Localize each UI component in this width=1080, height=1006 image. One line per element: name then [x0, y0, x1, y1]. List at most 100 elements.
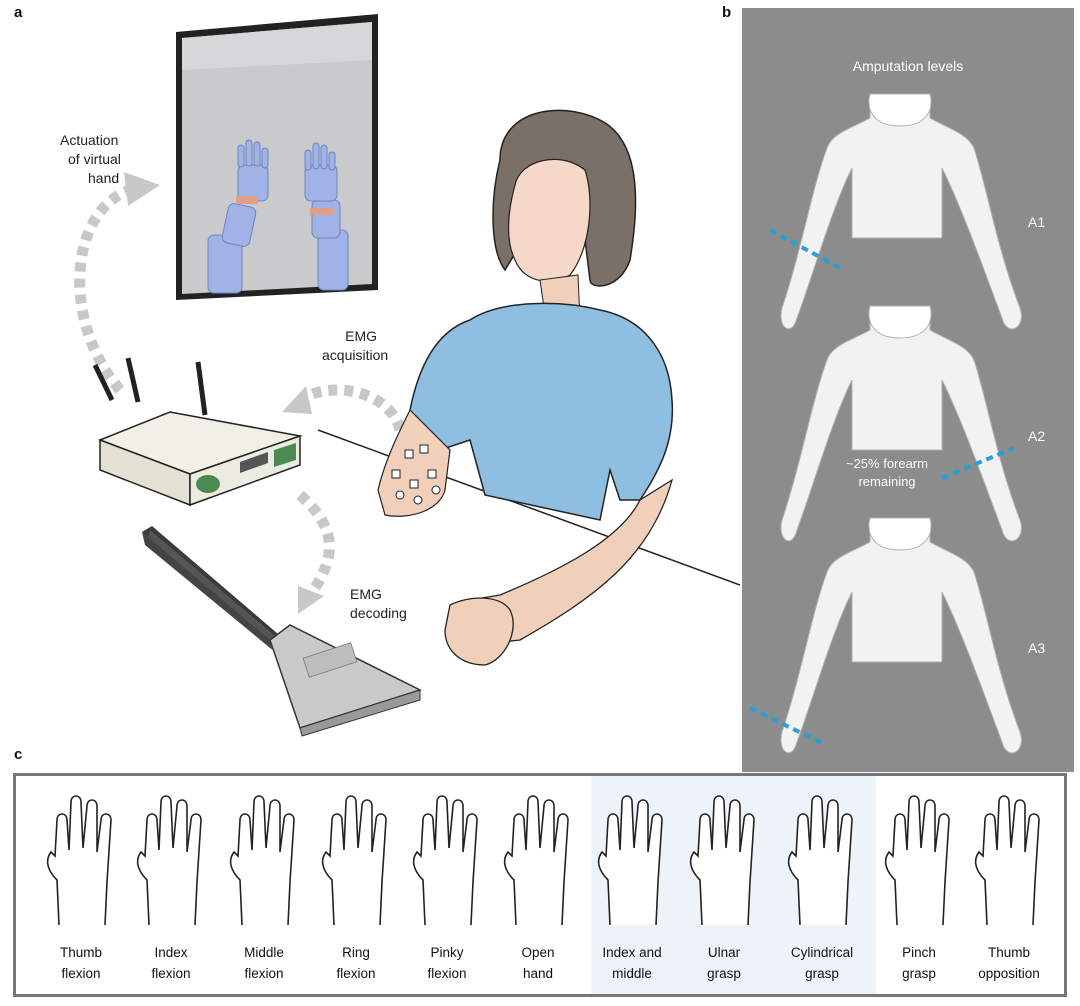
- gesture-label: Ulnar grasp: [676, 942, 772, 984]
- gesture-label: Index and middle: [584, 942, 680, 984]
- emg-amplifier: [92, 357, 303, 507]
- torso-neck-1: [868, 93, 932, 127]
- gesture-label-line-1: Ulnar: [707, 945, 741, 960]
- gesture-label-line-1: Pinch: [902, 945, 936, 960]
- gesture-label-line-2: hand: [522, 966, 554, 981]
- gesture-label-line-1: Ring: [342, 945, 370, 960]
- hand-icon: [884, 795, 950, 926]
- laptop: [142, 526, 422, 737]
- level-a2: A2: [1028, 428, 1046, 444]
- acquisition-arrow: [296, 384, 406, 432]
- gesture-label: Ring flexion: [308, 942, 404, 984]
- torso-neck-3: [868, 517, 932, 551]
- gesture-label-line-1: Middle: [244, 945, 284, 960]
- gesture-2: Middle flexion: [216, 776, 312, 994]
- gesture-label: Open hand: [490, 942, 586, 984]
- acquisition-arrowhead: [282, 386, 312, 414]
- level-a1: A1: [1028, 214, 1046, 230]
- panel-label-b: b: [722, 4, 732, 21]
- decoding-label: EMG decoding: [350, 585, 407, 623]
- decoding-line-2: decoding: [350, 605, 407, 621]
- gesture-label: Thumb opposition: [961, 942, 1057, 984]
- gesture-label: Cylindrical grasp: [774, 942, 870, 984]
- hand-icon: [229, 795, 295, 926]
- gesture-label-line-2: flexion: [244, 966, 284, 981]
- gesture-label-line-2: opposition: [978, 966, 1040, 981]
- panel-label-a: a: [14, 4, 23, 21]
- acquisition-label: EMG acquisition: [322, 327, 388, 365]
- dashed-arrows: [74, 184, 406, 599]
- virtual-hand-right: [304, 142, 349, 291]
- virtual-hand-screen: [176, 14, 378, 300]
- person: [377, 109, 674, 666]
- gesture-1: Index flexion: [123, 776, 219, 994]
- decoding-arrow: [296, 490, 335, 599]
- panel-label-c: c: [14, 746, 23, 763]
- gesture-label-line-2: grasp: [902, 966, 936, 981]
- gesture-label-line-1: Pinky: [430, 945, 464, 960]
- actuation-line-1: Actuation: [60, 132, 119, 148]
- note-line-1: ~25% forearm: [845, 456, 928, 471]
- gesture-label-line-1: Thumb: [59, 945, 103, 960]
- gesture-label-line-1: Cylindrical: [790, 945, 854, 960]
- gesture-label: Index flexion: [123, 942, 219, 984]
- torso-figure-3: [780, 517, 1022, 754]
- hand-icon: [597, 795, 663, 926]
- gesture-label-line-1: Open: [521, 945, 555, 960]
- actuation-line-3: hand: [88, 170, 120, 186]
- hand-icon: [136, 795, 202, 926]
- gesture-label-line-1: Thumb: [987, 945, 1031, 960]
- gesture-4: Pinky flexion: [399, 776, 495, 994]
- actuation-arrowhead: [124, 172, 160, 206]
- gesture-label: Pinch grasp: [871, 942, 967, 984]
- gesture-8: Cylindrical grasp: [774, 776, 870, 994]
- torso-figure-1: [780, 93, 1022, 330]
- gesture-label-line-2: grasp: [805, 966, 839, 981]
- gesture-7: Ulnar grasp: [676, 776, 772, 994]
- amputation-cut-line-2: [941, 446, 1015, 480]
- actuation-arrow: [74, 184, 133, 394]
- hand-icon: [321, 795, 387, 926]
- decoding-arrowhead: [298, 586, 324, 614]
- acquisition-line-1: EMG: [345, 328, 378, 344]
- forearm-remaining-note: ~25% forearm remaining: [827, 455, 947, 491]
- hand-icon: [46, 795, 112, 926]
- actuation-line-2: of virtual: [68, 151, 121, 167]
- torso-figure-2: [780, 305, 1022, 542]
- hand-icon: [689, 795, 755, 926]
- amputation-levels-panel: Amputation levels A1 A2 A3 ~25% forearm …: [742, 8, 1074, 772]
- gesture-label-line-1: Index and: [602, 945, 662, 960]
- emg-electrodes: [391, 444, 441, 505]
- gesture-label-line-1: Index: [154, 945, 188, 960]
- gesture-label-line-2: middle: [612, 966, 652, 981]
- amputation-levels-title: Amputation levels: [852, 58, 964, 74]
- gesture-label-line-2: flexion: [151, 966, 191, 981]
- gesture-label-line-2: flexion: [336, 966, 376, 981]
- amputation-cut-line-3: [749, 706, 825, 746]
- acquisition-line-2: acquisition: [322, 347, 389, 363]
- amputation-cut-line-1: [769, 228, 845, 272]
- hand-icon: [787, 795, 853, 926]
- gesture-label-line-2: grasp: [707, 966, 741, 981]
- hand-icon: [974, 795, 1040, 926]
- gesture-10: Thumb opposition: [961, 776, 1057, 994]
- decoding-line-1: EMG: [350, 586, 382, 602]
- gesture-label-line-2: flexion: [427, 966, 467, 981]
- gesture-3: Ring flexion: [308, 776, 404, 994]
- torso-neck-2: [868, 305, 932, 339]
- gesture-6: Index and middle: [584, 776, 680, 994]
- gesture-5: Open hand: [490, 776, 586, 994]
- level-a3: A3: [1028, 640, 1046, 656]
- torso-figures: [749, 93, 1022, 754]
- note-line-2: remaining: [858, 474, 916, 489]
- setup-illustration: [74, 14, 740, 737]
- virtual-hand-left: [207, 139, 269, 294]
- gesture-label: Pinky flexion: [399, 942, 495, 984]
- gesture-9: Pinch grasp: [871, 776, 967, 994]
- hand-icon: [503, 795, 569, 926]
- gesture-label: Middle flexion: [216, 942, 312, 984]
- hand-icon: [412, 795, 478, 926]
